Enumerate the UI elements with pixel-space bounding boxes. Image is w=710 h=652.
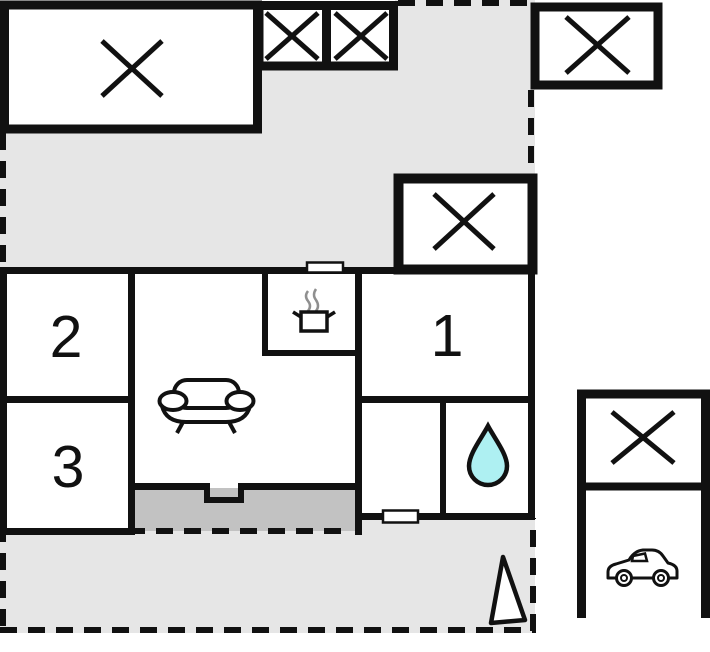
wall-segment xyxy=(238,483,244,503)
plot-boundary xyxy=(0,0,536,633)
cooking-pot-icon xyxy=(292,288,336,333)
water-drop-shape xyxy=(466,421,510,488)
cross-mark-icon xyxy=(432,192,496,251)
wall-segment xyxy=(0,528,135,535)
sofa-armrest xyxy=(224,390,256,412)
entrance-porch xyxy=(135,488,356,531)
wall-segment xyxy=(528,267,535,520)
car-wheel xyxy=(615,569,633,587)
window-marker xyxy=(305,261,345,274)
sofa-leg xyxy=(175,421,185,434)
storage-boxes-top xyxy=(254,1,398,71)
steam-line xyxy=(312,288,320,312)
deck-outline xyxy=(0,0,262,134)
wall-segment xyxy=(238,483,355,490)
room3-label: 3 xyxy=(52,434,85,500)
deck-mid-right xyxy=(393,173,538,275)
cross-mark-icon xyxy=(333,11,389,61)
wall-segment xyxy=(262,350,362,356)
window-markers xyxy=(305,261,420,524)
house-walls xyxy=(0,267,535,535)
wall-segment xyxy=(262,267,268,356)
wall-segment xyxy=(135,483,205,490)
sofa-icon xyxy=(157,378,256,434)
pot-body xyxy=(299,310,329,333)
deck-top-left xyxy=(0,0,262,134)
cross-mark-icon xyxy=(264,11,320,61)
cross-mark-icon xyxy=(100,39,164,98)
terrace-surface xyxy=(258,60,535,136)
carport xyxy=(577,389,710,618)
car-wheel-hub xyxy=(657,574,665,582)
wall-segment xyxy=(128,267,135,535)
north-arrow-shape xyxy=(488,554,528,626)
terrace-surface xyxy=(395,0,535,64)
water-drop-icon xyxy=(466,421,510,488)
room1-label: 1 xyxy=(431,303,464,369)
sofa-seat xyxy=(160,405,252,424)
room2-label: 2 xyxy=(50,304,83,370)
car-wheel xyxy=(652,569,670,587)
cross-mark-icon xyxy=(610,410,676,465)
wall-segment xyxy=(0,396,135,403)
sofa-leg xyxy=(227,421,237,434)
carport-outline xyxy=(577,389,710,618)
car-window xyxy=(630,552,649,563)
car-wheel-hub xyxy=(620,574,628,582)
window-marker xyxy=(381,509,420,524)
wall-segment xyxy=(204,483,210,503)
north-arrow-icon xyxy=(488,554,528,626)
cross-mark-icon xyxy=(564,15,631,75)
wall-segment xyxy=(440,396,446,520)
sofa-armrest xyxy=(157,390,189,412)
wall-segment xyxy=(204,497,244,503)
steam-line xyxy=(304,290,312,312)
car-icon xyxy=(606,548,679,587)
wall-segment xyxy=(355,513,535,520)
deck-top-right xyxy=(530,2,663,90)
